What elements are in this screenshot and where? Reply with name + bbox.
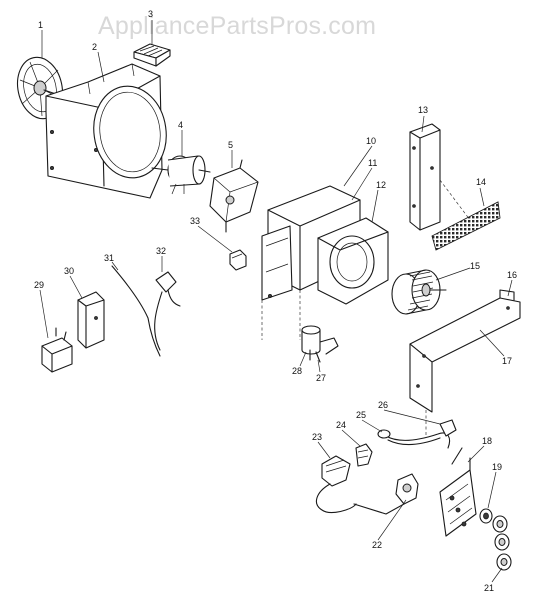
callout-leaders bbox=[39, 20, 513, 583]
side-bracket bbox=[409, 123, 471, 231]
capacitor bbox=[301, 325, 339, 363]
callout-11: 11 bbox=[368, 158, 378, 168]
callout-16: 16 bbox=[507, 270, 518, 280]
callout-2: 2 bbox=[92, 42, 98, 52]
run-capacitor bbox=[41, 327, 73, 373]
watermark-text: AppliancePartsPros.com bbox=[98, 12, 377, 40]
rotary-switch bbox=[209, 159, 259, 233]
callout-14: 14 bbox=[476, 177, 487, 187]
power-wiring bbox=[111, 265, 181, 357]
callout-29: 29 bbox=[34, 280, 45, 290]
callout-25: 25 bbox=[356, 410, 367, 420]
callout-27: 27 bbox=[316, 373, 327, 383]
callout-1: 1 bbox=[38, 20, 44, 30]
blower-scroll bbox=[317, 217, 389, 305]
callout-5: 5 bbox=[228, 140, 234, 150]
mesh-screen bbox=[431, 201, 501, 251]
callout-18: 18 bbox=[482, 436, 493, 446]
control-knobs bbox=[479, 508, 512, 571]
sensor-coil bbox=[315, 455, 357, 513]
thermostat bbox=[353, 473, 419, 515]
callout-4: 4 bbox=[178, 120, 184, 130]
callout-10: 10 bbox=[366, 136, 377, 146]
blower-wheel bbox=[391, 269, 447, 315]
mount-block bbox=[133, 43, 171, 67]
callout-31: 31 bbox=[104, 253, 115, 263]
callout-21: 21 bbox=[484, 583, 495, 593]
fan-motor bbox=[151, 155, 211, 195]
callout-26: 26 bbox=[378, 400, 389, 410]
callout-22: 22 bbox=[372, 540, 383, 550]
callout-30: 30 bbox=[64, 266, 75, 276]
terminal-connector bbox=[229, 249, 247, 271]
fan-shroud bbox=[45, 63, 167, 199]
callout-32: 32 bbox=[156, 246, 167, 256]
callout-17: 17 bbox=[502, 356, 513, 366]
callout-19: 19 bbox=[492, 462, 503, 472]
control-panel bbox=[439, 447, 477, 537]
callout-13: 13 bbox=[418, 105, 429, 115]
callout-33: 33 bbox=[190, 216, 201, 226]
callout-3: 3 bbox=[148, 9, 154, 19]
callout-23: 23 bbox=[312, 432, 323, 442]
small-switch bbox=[355, 443, 373, 467]
capacitor-bracket bbox=[77, 291, 105, 349]
callout-12: 12 bbox=[376, 180, 387, 190]
callout-24: 24 bbox=[336, 420, 347, 430]
callout-28: 28 bbox=[292, 366, 303, 376]
callout-15: 15 bbox=[470, 261, 481, 271]
wire-harness bbox=[377, 419, 457, 449]
mounting-plate bbox=[409, 289, 521, 436]
